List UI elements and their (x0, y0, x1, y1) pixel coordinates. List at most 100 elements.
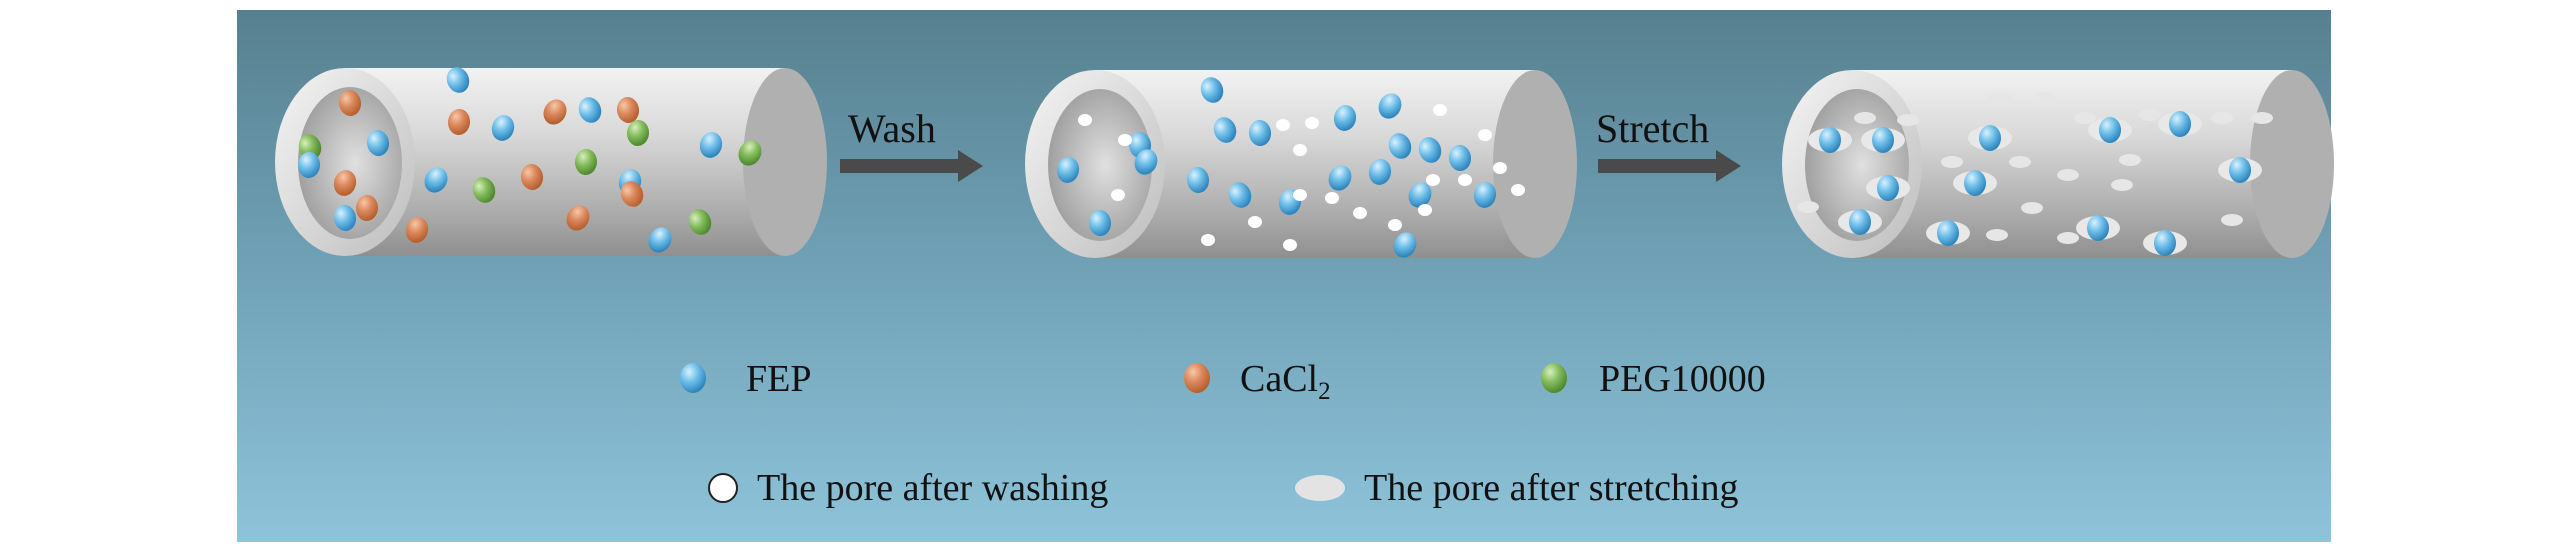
cacl2-particle (566, 205, 590, 231)
cacl2-particle-icon (1184, 363, 1210, 393)
arrow-right-icon (1716, 150, 1741, 182)
peg-particle (688, 209, 712, 235)
tube-washed (1025, 70, 1577, 258)
peg-particle (574, 149, 598, 175)
fep-particle (1877, 175, 1899, 201)
fep-particle (1473, 182, 1497, 208)
stretching-pore (2009, 156, 2031, 168)
fep-particle (2154, 230, 2176, 256)
washing-pore (1305, 117, 1319, 129)
fep-particle (2229, 157, 2251, 183)
washing-pore (1325, 192, 1339, 204)
fep-particle (578, 97, 602, 123)
washing-pore (1433, 104, 1447, 116)
washing-pore (1248, 216, 1262, 228)
cacl2-particle (355, 195, 379, 221)
stretching-pore (1854, 112, 1876, 124)
stretching-pore (2057, 232, 2079, 244)
washing-pore (1458, 174, 1472, 186)
step-wash-label: Wash (848, 106, 936, 151)
fep-particle (1937, 220, 1959, 246)
peg-particle (626, 120, 650, 146)
stretching-pore (1941, 156, 1963, 168)
fep-particle (1213, 117, 1237, 143)
fep-particle (1819, 127, 1841, 153)
stretching-pore (2057, 169, 2079, 181)
fep-particle (1378, 93, 1402, 119)
fep-particle-icon (680, 363, 706, 393)
peg-particle (738, 140, 762, 166)
stretching-pore (1989, 92, 2011, 104)
fep-particle (1408, 182, 1432, 208)
washing-pore (1353, 207, 1367, 219)
legend-cacl2: CaCl2 (1184, 358, 1331, 405)
legend-peg-label: PEG10000 (1599, 358, 1766, 400)
stretching-pore (2221, 214, 2243, 226)
legend-fep: FEP (680, 358, 811, 400)
stretching-pore (2111, 179, 2133, 191)
fep-particle (1134, 149, 1158, 175)
fep-particle (2169, 111, 2191, 137)
legend-fep-label: FEP (746, 358, 811, 400)
fep-particle (424, 167, 448, 193)
washing-pore (1418, 204, 1432, 216)
fep-particle (1448, 145, 1472, 171)
stretching-pore (2021, 202, 2043, 214)
washing-pore (1276, 119, 1290, 131)
fep-particle (1368, 159, 1392, 185)
tube-stretched (1782, 70, 2334, 258)
fep-particle (1328, 165, 1352, 191)
washing-pore (1493, 162, 1507, 174)
washing-pore (1478, 129, 1492, 141)
cacl2-particle (447, 109, 471, 135)
fep-particle (1333, 105, 1357, 131)
cacl2-particle (543, 99, 567, 125)
washing-pore (1293, 189, 1307, 201)
stretching-pore (2211, 112, 2233, 124)
washing-pore (1511, 184, 1525, 196)
peg-particle (472, 177, 496, 203)
cacl2-particle (405, 217, 429, 243)
fep-particle (366, 130, 390, 156)
fep-particle (1056, 157, 1080, 183)
stretching-pore (2251, 112, 2273, 124)
peg-particle-icon (1541, 363, 1567, 393)
fep-particle (1200, 77, 1224, 103)
tube-initial-particles (297, 67, 762, 253)
fep-particle (333, 205, 357, 231)
fep-particle (1849, 209, 1871, 235)
stretching-pore (1986, 229, 2008, 241)
fep-particle (1248, 120, 1272, 146)
tube-stretched-particles (1797, 92, 2273, 256)
fep-particle (1979, 125, 2001, 151)
cacl2-particle (338, 90, 362, 116)
cacl2-particle (616, 97, 640, 123)
step-stretch-label: Stretch (1596, 106, 1709, 151)
fep-particle (2087, 215, 2109, 241)
fep-particle (648, 227, 672, 253)
arrow-right-icon (958, 150, 983, 182)
fep-particle (1964, 170, 1986, 196)
legend-pore-stretching-label: The pore after stretching (1364, 467, 1739, 509)
fep-particle (1186, 167, 1210, 193)
fep-particle (1872, 127, 1894, 153)
legend-pore-washing: The pore after washing (708, 467, 1108, 509)
arrow-wash: Wash (840, 106, 983, 182)
fep-particle (1228, 182, 1252, 208)
legend-cacl2-label: CaCl2 (1240, 358, 1331, 405)
cacl2-particle (620, 181, 644, 207)
arrow-stretch: Stretch (1596, 106, 1741, 182)
legend-peg: PEG10000 (1541, 358, 1766, 400)
fep-particle (1418, 137, 1442, 163)
fep-particle (2099, 117, 2121, 143)
tube-washed-particles (1056, 77, 1525, 258)
fep-particle (446, 67, 470, 93)
stretching-pore (2139, 109, 2161, 121)
washing-pore-icon (708, 473, 738, 503)
fep-particle (1388, 133, 1412, 159)
cacl2-particle (520, 164, 544, 190)
washing-pore (1388, 219, 1402, 231)
stretching-pore (1897, 114, 1919, 126)
stretching-pore (2074, 112, 2096, 124)
